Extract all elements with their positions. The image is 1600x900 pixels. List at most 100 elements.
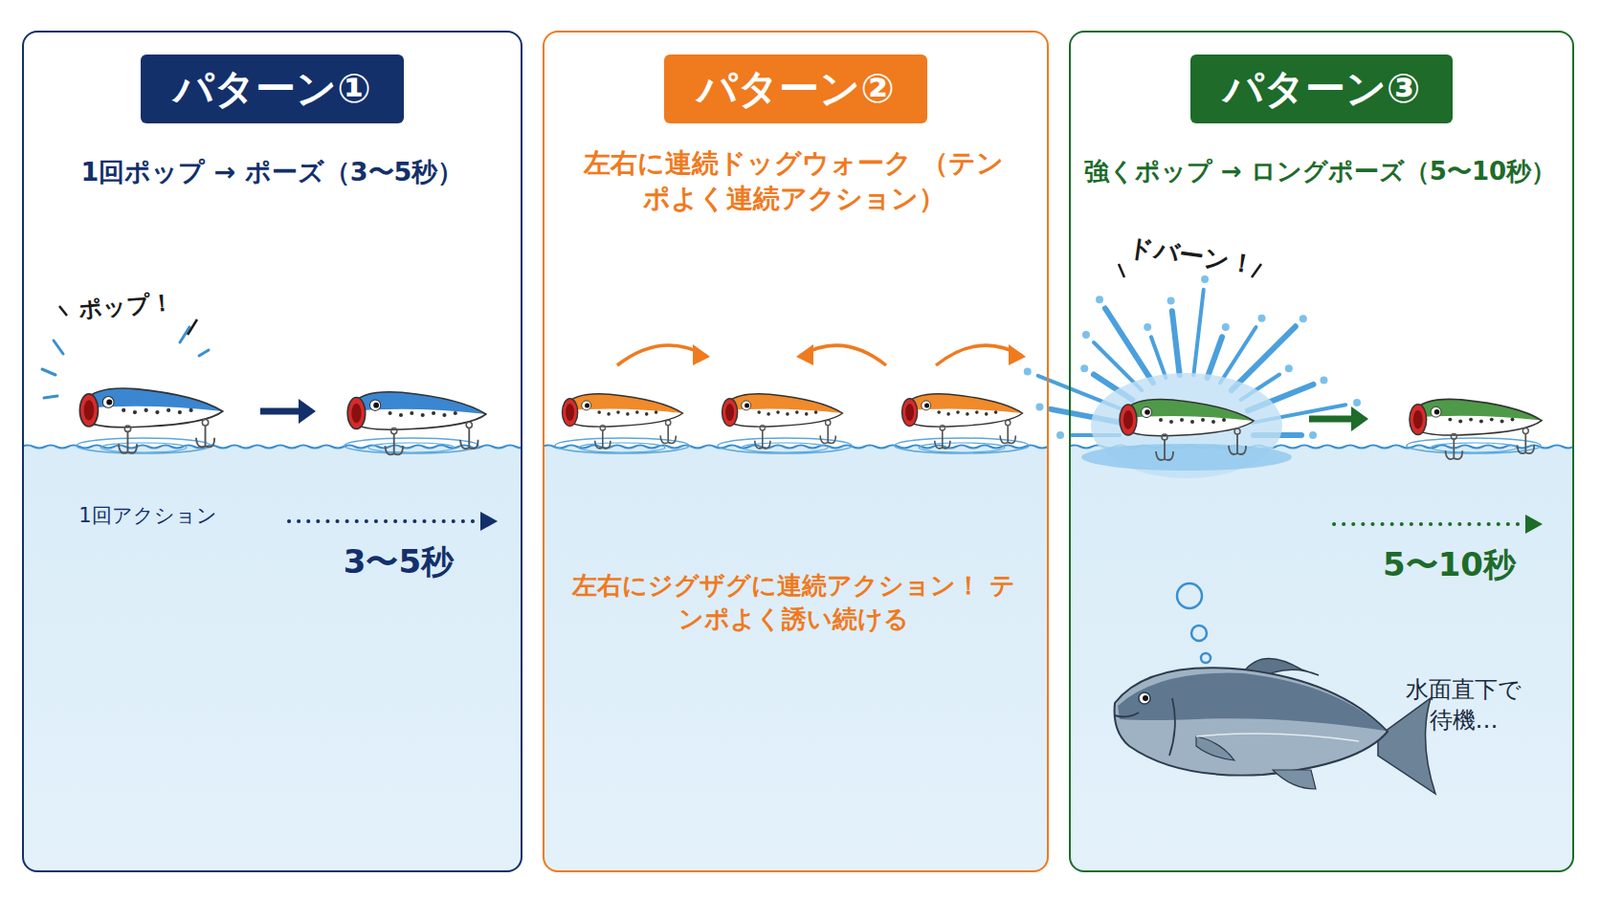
ripple [76,438,211,454]
art-shape [1114,712,1139,717]
art-shape [1200,275,1209,284]
art-shape [635,410,640,415]
art-shape [373,402,379,409]
art-shape [906,394,1023,427]
sea-bass-fish [1114,658,1436,795]
art-shape [388,411,393,416]
header-text: パターン③ [1222,54,1422,124]
art-shape [921,400,932,411]
popper-lure [562,394,684,449]
art-shape [1458,420,1463,424]
art-shape [1161,434,1168,441]
art-shape [597,410,601,415]
art-shape [984,412,989,417]
bubble [1200,653,1211,664]
art-shape [399,413,403,418]
art-shape [776,410,780,415]
art-shape [1119,404,1137,436]
art-shape [756,410,761,415]
art-shape [1222,323,1230,332]
art-shape [1143,323,1152,332]
pattern-header: パターン③ [1190,54,1454,124]
panel-ground [22,30,523,873]
art-shape [1169,420,1174,424]
art-shape [616,410,621,415]
art-shape [1114,667,1388,776]
art-shape [102,397,114,409]
art-shape [1138,692,1151,705]
art-shape [133,410,137,415]
art-shape [1211,420,1216,424]
art-shape [906,394,1023,414]
header-text: パターン① [173,54,372,124]
splash [1023,275,1361,479]
ripple [1406,438,1541,454]
art-shape [121,408,126,413]
art-shape [409,411,414,416]
art-shape [1468,418,1473,423]
art-shape [1142,695,1149,702]
art-shape [1172,311,1180,376]
art-shape [1500,420,1505,424]
pattern-panel: 強くポップ → ロングポーズ（5〜10秒）ドバーン！5〜10秒水面直下で 待機…… [1068,30,1575,873]
art-shape [595,430,611,449]
water-surface [542,445,1049,449]
art-shape [1414,399,1542,421]
ripple [100,443,187,453]
swing-arrow-head [1008,344,1026,366]
art-shape [384,434,403,456]
water [1068,446,1575,873]
popper-lure [722,394,844,449]
art-shape [1377,698,1436,795]
water [22,446,523,873]
art-shape [654,410,659,415]
art-shape [196,425,215,447]
popper-lure [79,388,223,454]
art-shape [1228,434,1246,455]
art-shape [1285,364,1293,373]
art-shape [766,412,771,417]
art-shape [1200,418,1205,423]
ripple [578,443,666,453]
art-shape [644,412,649,417]
art-shape [1167,296,1176,305]
art-shape [1035,403,1044,412]
art-shape [177,410,182,415]
flow-arrow-head [298,399,316,424]
note-text: 5〜10秒 [1358,543,1541,588]
popper-lure [902,394,1023,449]
art-shape [85,388,223,428]
art-shape [431,411,436,416]
art-shape [785,412,790,417]
note-text: ポップ！ [66,285,184,327]
swing-arrow-head [796,344,814,366]
art-shape [755,430,771,449]
art-shape [1234,428,1241,435]
panel-ground [1068,30,1575,873]
art-shape [369,400,380,411]
art-shape [584,402,590,408]
art-shape [934,430,951,449]
art-shape [188,408,193,413]
art-shape [804,412,809,417]
art-shape [1447,418,1452,423]
art-shape [352,392,487,430]
art-shape [124,425,131,432]
art-shape [1095,295,1104,304]
art-shape [955,410,960,415]
art-shape [84,400,95,421]
art-shape [924,402,930,408]
ripple [344,438,479,454]
art-shape [1117,673,1386,732]
art-shape [1299,314,1308,323]
flow-arrow [260,408,303,416]
art-shape [946,412,951,417]
panel-ground [542,30,1049,873]
art-shape [566,394,684,414]
popper-lure [1409,399,1542,460]
art-shape [666,420,671,425]
art-shape [1158,418,1163,423]
art-shape [906,394,1023,427]
art-shape [1000,425,1016,445]
